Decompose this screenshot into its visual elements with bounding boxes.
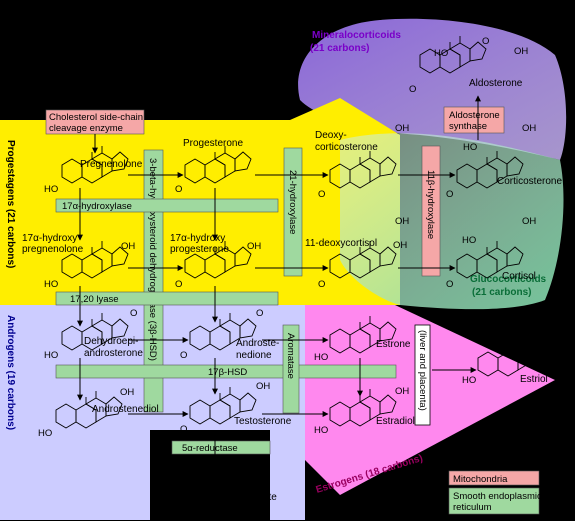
androgens-label: Androgens (19 carbons) [5, 315, 16, 430]
oh-androstenediol: OH [120, 387, 134, 398]
liver-placenta-box [414, 324, 431, 426]
glucocorticoids-region [340, 133, 564, 310]
hsd3b-label: 3-beta-hydroxysteroid dehydrogenase (3β-… [147, 158, 158, 361]
ho-pregnenolone: HO [44, 184, 58, 195]
ho-androstenediol: HO [38, 428, 52, 439]
o-testosterone: O [180, 424, 187, 435]
scc-box [45, 109, 145, 135]
androgens-region [0, 305, 305, 520]
name-deoxycorticosterone-1: Deoxy- [315, 130, 347, 141]
oh-deoxycorticosterone: OH [395, 123, 409, 134]
ho-estrone: HO [314, 352, 328, 363]
hydroxylase11b-bar [421, 145, 441, 277]
name-deoxycortisol: 11-deoxycortisol [305, 238, 377, 249]
oh-dihydrotestosterone: OH [255, 456, 269, 467]
legend-mitochondria-swatch [448, 470, 540, 486]
hydroxylase21-label: 21-hydroxylase [287, 170, 298, 234]
o-dhea: O [130, 308, 137, 319]
hydroxylase21-bar [283, 147, 303, 277]
name-hydroxypregnenolone-1: 17α-hydroxy [22, 233, 77, 244]
name-estrone: Estrone [376, 339, 411, 350]
legend-ser-line1: Smooth endoplasmic [453, 491, 542, 502]
aldosterone-synthase-box [443, 106, 505, 134]
oh-cortisol: OH [522, 216, 536, 227]
oh-hydroxypregnenolone: OH [121, 241, 135, 252]
name-aldosterone: Aldosterone [469, 78, 523, 89]
ho-aldosterone: HO [434, 48, 448, 59]
glucocorticoids-carbons: (21 carbons) [472, 287, 531, 298]
name-hydroxypregnenolone-2: pregnenolone [22, 244, 84, 255]
oh-aldosterone: OH [514, 46, 528, 57]
oh-estradiol: OH [395, 386, 409, 397]
o-aldosterone: O [482, 36, 489, 47]
o-deoxycortisol: O [318, 279, 325, 290]
lyase1720-label: 17,20 lyase [70, 294, 119, 305]
aldosterone-synthase-line2: synthase [449, 121, 487, 132]
mineralocorticoids-carbons: (21 carbons) [310, 43, 369, 54]
legend-ser-line2: reticulum [453, 502, 492, 513]
h-dihydrotestosterone: H [206, 507, 213, 518]
name-cortisol: Cortisol [502, 271, 536, 282]
ho-estradiol: HO [314, 425, 328, 436]
scc-line1: Cholesterol side-chain [49, 112, 143, 123]
reductase5a-bar [171, 440, 271, 455]
name-pregnenolone: Pregnenolone [80, 159, 143, 170]
progestagens-label: Progestagens (21 carbons) [5, 140, 16, 268]
hydroxylase17-bar [55, 198, 279, 213]
liver-placenta-label: (liver and placenta) [417, 330, 428, 411]
oh2-estriol: OH [556, 357, 570, 368]
name-androstenedione-1: Androste- [236, 338, 279, 349]
name-dhea-1: Dehydroepi- [84, 336, 138, 347]
name-dhea-2: androsterone [84, 348, 143, 359]
hsd17b-bar [55, 364, 397, 379]
mineralocorticoids-label: Mineralocorticoids [312, 30, 401, 41]
lyase1720-bar [55, 291, 279, 306]
o-corticosterone: O [446, 189, 453, 200]
ho-estriol: HO [462, 375, 476, 386]
ho-corticosterone: HO [463, 142, 477, 153]
name-testosterone: Testosterone [234, 416, 292, 427]
o-cortisol: O [446, 279, 453, 290]
legend-mitochondria-label: Mitochondria [453, 474, 508, 485]
glucocorticoids-label: Glucocorticoids [470, 274, 547, 285]
legend-ser-swatch [448, 487, 540, 515]
o-hydroxyprogesterone: O [175, 279, 182, 290]
name-estradiol: Estradiol [376, 416, 415, 427]
name-deoxycorticosterone-2: corticosterone [315, 142, 378, 153]
name-hydroxyprogesterone-1: 17α-hydroxy [170, 233, 225, 244]
ho-hydroxypregnenolone: HO [44, 279, 58, 290]
oh-deoxycortisol: OH [395, 216, 409, 227]
o-androstenedione: O [180, 350, 187, 361]
o2-aldosterone: O [409, 84, 416, 95]
name-corticosterone: Corticosterone [497, 176, 562, 187]
oh-testosterone: OH [256, 381, 270, 392]
o-deoxycorticosterone: O [318, 189, 325, 200]
name-hydroxyprogesterone-2: progesterone [170, 244, 229, 255]
name-dihydrotestosterone: Dihydrote [234, 492, 277, 503]
ho-cortisol: HO [462, 235, 476, 246]
ho-dhea: HO [44, 350, 58, 361]
name-androstenedione-2: nedione [236, 350, 272, 361]
hydroxylase17-label: 17α-hydroxylase [62, 201, 132, 212]
oh-corticosterone: OH [522, 123, 536, 134]
oh-estriol: OH [541, 340, 555, 351]
o-dihydrotestosterone: O [174, 501, 181, 512]
oh2-deoxycortisol: OH [393, 240, 407, 251]
o-progesterone: O [175, 184, 182, 195]
o2-androstenedione: O [256, 308, 263, 319]
aromatase-label: Aromatase [285, 333, 296, 379]
name-androstenediol: Androstenediol [92, 404, 159, 415]
oh-hydroxyprogesterone: OH [247, 241, 261, 252]
reductase5a-label: 5α-reductase [182, 443, 238, 454]
aromatase-bar [282, 324, 300, 414]
hydroxylase11b-label: 11β-hydroxylase [425, 170, 436, 239]
pathway-arrows [77, 95, 481, 471]
scc-line2: cleavage enzyme [49, 123, 123, 134]
hsd17b-label: 17β-HSD [208, 367, 247, 378]
name-estriol: Estriol [520, 374, 548, 385]
aldosterone-synthase-line1: Aldosterone [449, 110, 500, 121]
hsd3b-bar [143, 149, 164, 413]
name-progesterone: Progesterone [183, 138, 243, 149]
